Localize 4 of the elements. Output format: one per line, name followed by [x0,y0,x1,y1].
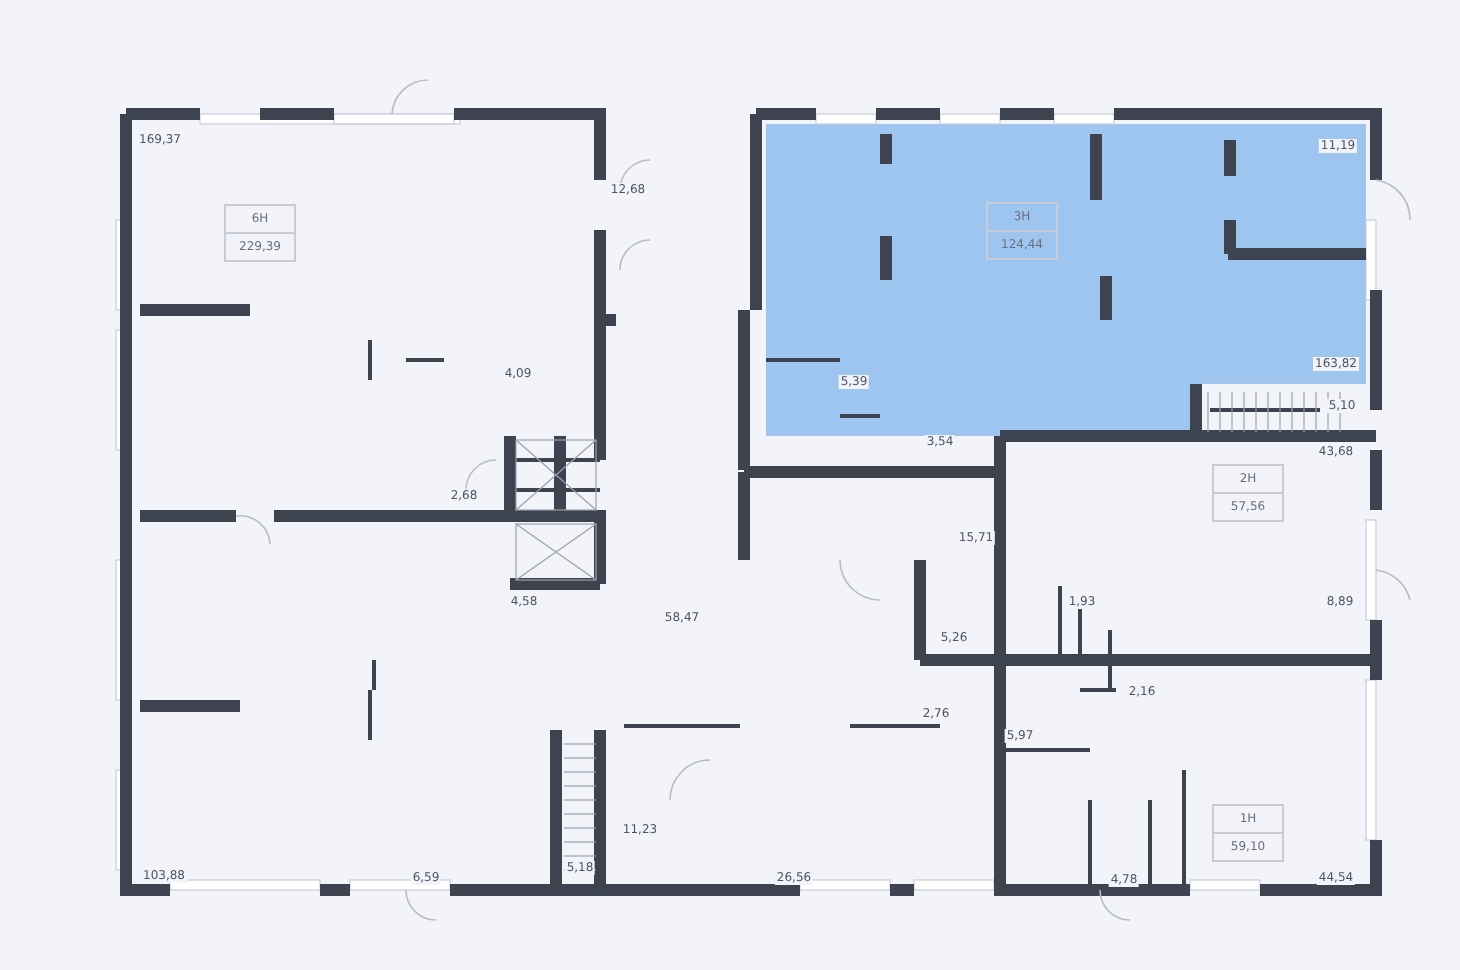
unit-tag [224,204,296,262]
unit-tag [1212,464,1284,522]
unit-tag [986,202,1058,260]
unit-tag [1212,804,1284,862]
